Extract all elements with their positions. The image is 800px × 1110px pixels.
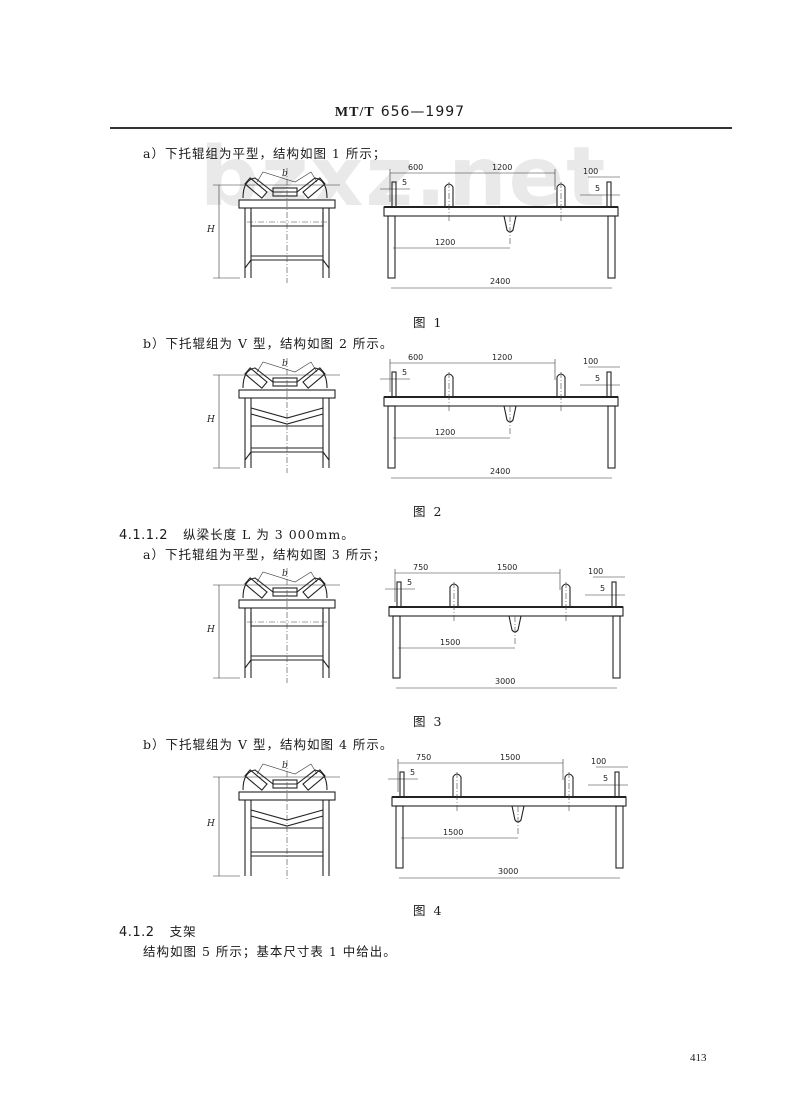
section-number: 4.1.1.2 bbox=[119, 528, 168, 543]
dim-left-gap: 5 bbox=[407, 578, 412, 587]
dim-right-gap: 5 bbox=[595, 374, 600, 383]
dim-left-offset: 600 bbox=[408, 163, 423, 172]
dim-mid-distance: 1200 bbox=[435, 238, 455, 247]
height-label: H bbox=[206, 819, 215, 829]
page-number: 413 bbox=[690, 1052, 707, 1064]
dim-end-offset: 100 bbox=[583, 357, 598, 366]
dim-left-offset: 750 bbox=[413, 563, 428, 572]
header-rule bbox=[110, 127, 732, 129]
dim-left-gap: 5 bbox=[402, 178, 407, 187]
paragraph-a-fig1: a）下托辊组为平型，结构如图 1 所示； bbox=[143, 146, 387, 161]
dim-mid-distance: 1200 bbox=[435, 428, 455, 437]
dim-overall: 2400 bbox=[490, 467, 510, 476]
section-4-1-1-2: 4.1.1.2 纵梁长度 L 为 3 000mm。 bbox=[119, 524, 355, 543]
paragraph-fig5: 结构如图 5 所示；基本尺寸表 1 中给出。 bbox=[143, 944, 397, 959]
standard-code: MT/T bbox=[334, 105, 375, 120]
standard-number: 656—1997 bbox=[380, 104, 466, 120]
dim-end-offset: 100 bbox=[583, 167, 598, 176]
figure-2-end-view: H b bbox=[206, 358, 340, 473]
paragraph-a-fig3: a）下托辊组为平型，结构如图 3 所示； bbox=[143, 547, 387, 562]
dim-right-gap: 5 bbox=[600, 584, 605, 593]
dim-right-gap: 5 bbox=[603, 774, 608, 783]
height-label: H bbox=[206, 225, 215, 235]
figure-4-side-view: 750 1500 100 5 5 1500 3000 bbox=[388, 753, 628, 879]
dim-mid-distance: 1500 bbox=[440, 638, 460, 647]
figure-3-caption: 图 3 bbox=[413, 714, 444, 729]
dim-end-offset: 100 bbox=[588, 567, 603, 576]
width-label: b bbox=[282, 569, 288, 579]
dim-left-offset: 750 bbox=[416, 753, 431, 762]
dim-overall: 3000 bbox=[495, 677, 515, 686]
dim-left-offset: 600 bbox=[408, 353, 423, 362]
dim-right-gap: 5 bbox=[595, 184, 600, 193]
figure-2-caption: 图 2 bbox=[413, 504, 444, 519]
dim-idler-spacing: 1200 bbox=[492, 163, 512, 172]
paragraph-b-fig4: b）下托辊组为 V 型，结构如图 4 所示。 bbox=[143, 737, 394, 752]
dim-mid-distance: 1500 bbox=[443, 828, 463, 837]
dim-end-offset: 100 bbox=[591, 757, 606, 766]
figure-3-side-view: 750 1500 100 5 5 1500 3000 bbox=[385, 563, 625, 689]
figure-1-end-view: H b bbox=[206, 168, 340, 283]
figure-1-side-view: 600 1200 100 5 5 1200 2400 bbox=[380, 163, 620, 289]
dim-idler-spacing: 1500 bbox=[500, 753, 520, 762]
page-header: MT/T 656—1997 bbox=[0, 104, 800, 121]
dim-left-gap: 5 bbox=[410, 768, 415, 777]
paragraph-b-fig2: b）下托辊组为 V 型，结构如图 2 所示。 bbox=[143, 336, 394, 351]
figure-2-side-view: 600 1200 100 5 5 1200 2400 bbox=[380, 353, 620, 479]
section-title: 支架 bbox=[169, 924, 197, 939]
width-label: b bbox=[282, 359, 288, 369]
dim-overall: 3000 bbox=[498, 867, 518, 876]
section-4-1-2: 4.1.2 支架 bbox=[119, 921, 197, 940]
section-number: 4.1.2 bbox=[119, 925, 155, 940]
dim-left-gap: 5 bbox=[402, 368, 407, 377]
dim-overall: 2400 bbox=[490, 277, 510, 286]
height-label: H bbox=[206, 625, 215, 635]
figure-4-end-view: H b bbox=[206, 760, 340, 881]
width-label: b bbox=[282, 169, 288, 179]
dim-idler-spacing: 1500 bbox=[497, 563, 517, 572]
dim-idler-spacing: 1200 bbox=[492, 353, 512, 362]
width-label: b bbox=[282, 761, 288, 771]
figure-3-end-view: H b bbox=[206, 568, 340, 683]
section-text: 纵梁长度 L 为 3 000mm。 bbox=[183, 527, 355, 542]
figure-1-caption: 图 1 bbox=[413, 315, 444, 330]
figure-4-caption: 图 4 bbox=[413, 903, 444, 918]
height-label: H bbox=[206, 415, 215, 425]
